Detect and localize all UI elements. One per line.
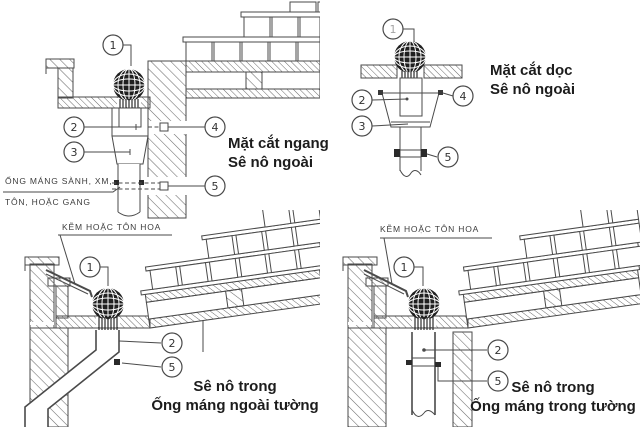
svg-text:2: 2 bbox=[359, 94, 366, 107]
downpipe bbox=[406, 332, 441, 417]
wall-section bbox=[342, 256, 387, 427]
svg-text:1: 1 bbox=[110, 39, 117, 52]
svg-text:3: 3 bbox=[71, 146, 78, 159]
leader-lines bbox=[58, 234, 172, 368]
top-right-title-line1: Mặt cắt dọc bbox=[490, 62, 573, 79]
callout-2: 2 bbox=[161, 332, 183, 354]
callout-1: 1 bbox=[393, 256, 415, 278]
gutter-section bbox=[45, 58, 151, 109]
svg-text:4: 4 bbox=[212, 121, 219, 134]
downpipe bbox=[394, 127, 427, 177]
bottom-right-title: Sê nô trong Ống máng trong tường bbox=[466, 378, 640, 416]
note-underline bbox=[3, 186, 121, 193]
drawing-top-right: 1 2 3 4 5 bbox=[351, 18, 474, 177]
top-left-note-line2: TÔN, HOẶC GANG bbox=[5, 197, 91, 207]
callout-4: 4 bbox=[204, 116, 226, 138]
gutter-bottom-band bbox=[360, 64, 463, 79]
callout-5: 5 bbox=[161, 356, 183, 378]
callout-1: 1 bbox=[382, 18, 404, 40]
wall-section bbox=[146, 60, 188, 219]
svg-text:1: 1 bbox=[401, 261, 408, 274]
top-left-title: Mặt cắt ngang Sê nô ngoài bbox=[228, 134, 329, 172]
svg-text:2: 2 bbox=[71, 121, 78, 134]
svg-text:2: 2 bbox=[169, 337, 176, 350]
svg-text:1: 1 bbox=[390, 23, 397, 36]
callout-2: 2 bbox=[487, 339, 509, 361]
top-left-title-line2: Sê nô ngoài bbox=[228, 154, 314, 171]
ball-strainer-icon bbox=[393, 40, 427, 90]
drawing-bottom-right: 1 2 5 bbox=[342, 210, 640, 427]
callout-5: 5 bbox=[204, 175, 226, 197]
roof-slab bbox=[185, 60, 320, 99]
funnel bbox=[378, 77, 443, 128]
callout-5: 5 bbox=[487, 370, 509, 392]
bottom-right-title-line2: Ống máng trong tường bbox=[470, 398, 636, 415]
brick-courses bbox=[144, 210, 320, 290]
top-right-title: Mặt cắt dọc Sê nô ngoài bbox=[490, 61, 575, 99]
callout-1: 1 bbox=[79, 256, 101, 278]
callout-3: 3 bbox=[351, 115, 373, 137]
svg-text:4: 4 bbox=[460, 90, 467, 103]
callout-5: 5 bbox=[437, 146, 459, 168]
drawing-top-left: 1 2 3 4 5 bbox=[3, 1, 320, 219]
ball-strainer-icon bbox=[91, 287, 125, 330]
ball-strainer-icon bbox=[407, 287, 441, 330]
leader-lines bbox=[371, 28, 454, 158]
svg-text:1: 1 bbox=[87, 261, 94, 274]
drawing-bottom-left: 1 2 5 bbox=[24, 210, 320, 427]
svg-text:3: 3 bbox=[359, 120, 366, 133]
inner-wall-strip bbox=[452, 331, 473, 427]
top-right-title-line2: Sê nô ngoài bbox=[490, 81, 576, 98]
callout-4: 4 bbox=[452, 85, 474, 107]
brick-courses bbox=[462, 210, 640, 290]
bottom-right-note: KẼM HOẶC TÔN HOA bbox=[380, 224, 480, 234]
strainer-feet bbox=[98, 317, 118, 330]
svg-text:5: 5 bbox=[212, 180, 219, 193]
svg-text:5: 5 bbox=[495, 375, 502, 388]
leader-lines bbox=[380, 237, 492, 382]
bottom-right-title-line1: Sê nô trong bbox=[511, 379, 595, 396]
callout-2: 2 bbox=[63, 116, 85, 138]
bottom-left-note: KẼM HOẶC TÔN HOA bbox=[62, 222, 162, 232]
top-left-title-line1: Mặt cắt ngang bbox=[228, 135, 329, 152]
funnel bbox=[111, 107, 149, 165]
pipe-break-line bbox=[411, 409, 436, 417]
callout-3: 3 bbox=[63, 141, 85, 163]
callout-2: 2 bbox=[351, 89, 373, 111]
strainer-feet bbox=[414, 317, 434, 330]
ball-strainer-icon bbox=[112, 68, 146, 111]
top-left-note-line1: ỐNG MÁNG SÀNH, XM, bbox=[5, 176, 113, 186]
svg-text:5: 5 bbox=[445, 151, 452, 164]
svg-text:2: 2 bbox=[495, 344, 502, 357]
brick-courses bbox=[182, 1, 320, 62]
bottom-left-title: Sê nô trong Ống máng ngoài tường bbox=[150, 377, 320, 415]
leader-lines bbox=[3, 44, 205, 193]
bottom-left-title-line1: Sê nô trong bbox=[193, 378, 277, 395]
downpipe bbox=[114, 164, 144, 217]
roof-slab bbox=[140, 210, 320, 329]
callout-1: 1 bbox=[102, 34, 124, 56]
bottom-left-title-line2: Ống máng ngoài tường bbox=[151, 397, 319, 414]
roof-slab bbox=[458, 210, 640, 329]
pipe-break-line bbox=[399, 169, 422, 177]
svg-text:5: 5 bbox=[169, 361, 176, 374]
